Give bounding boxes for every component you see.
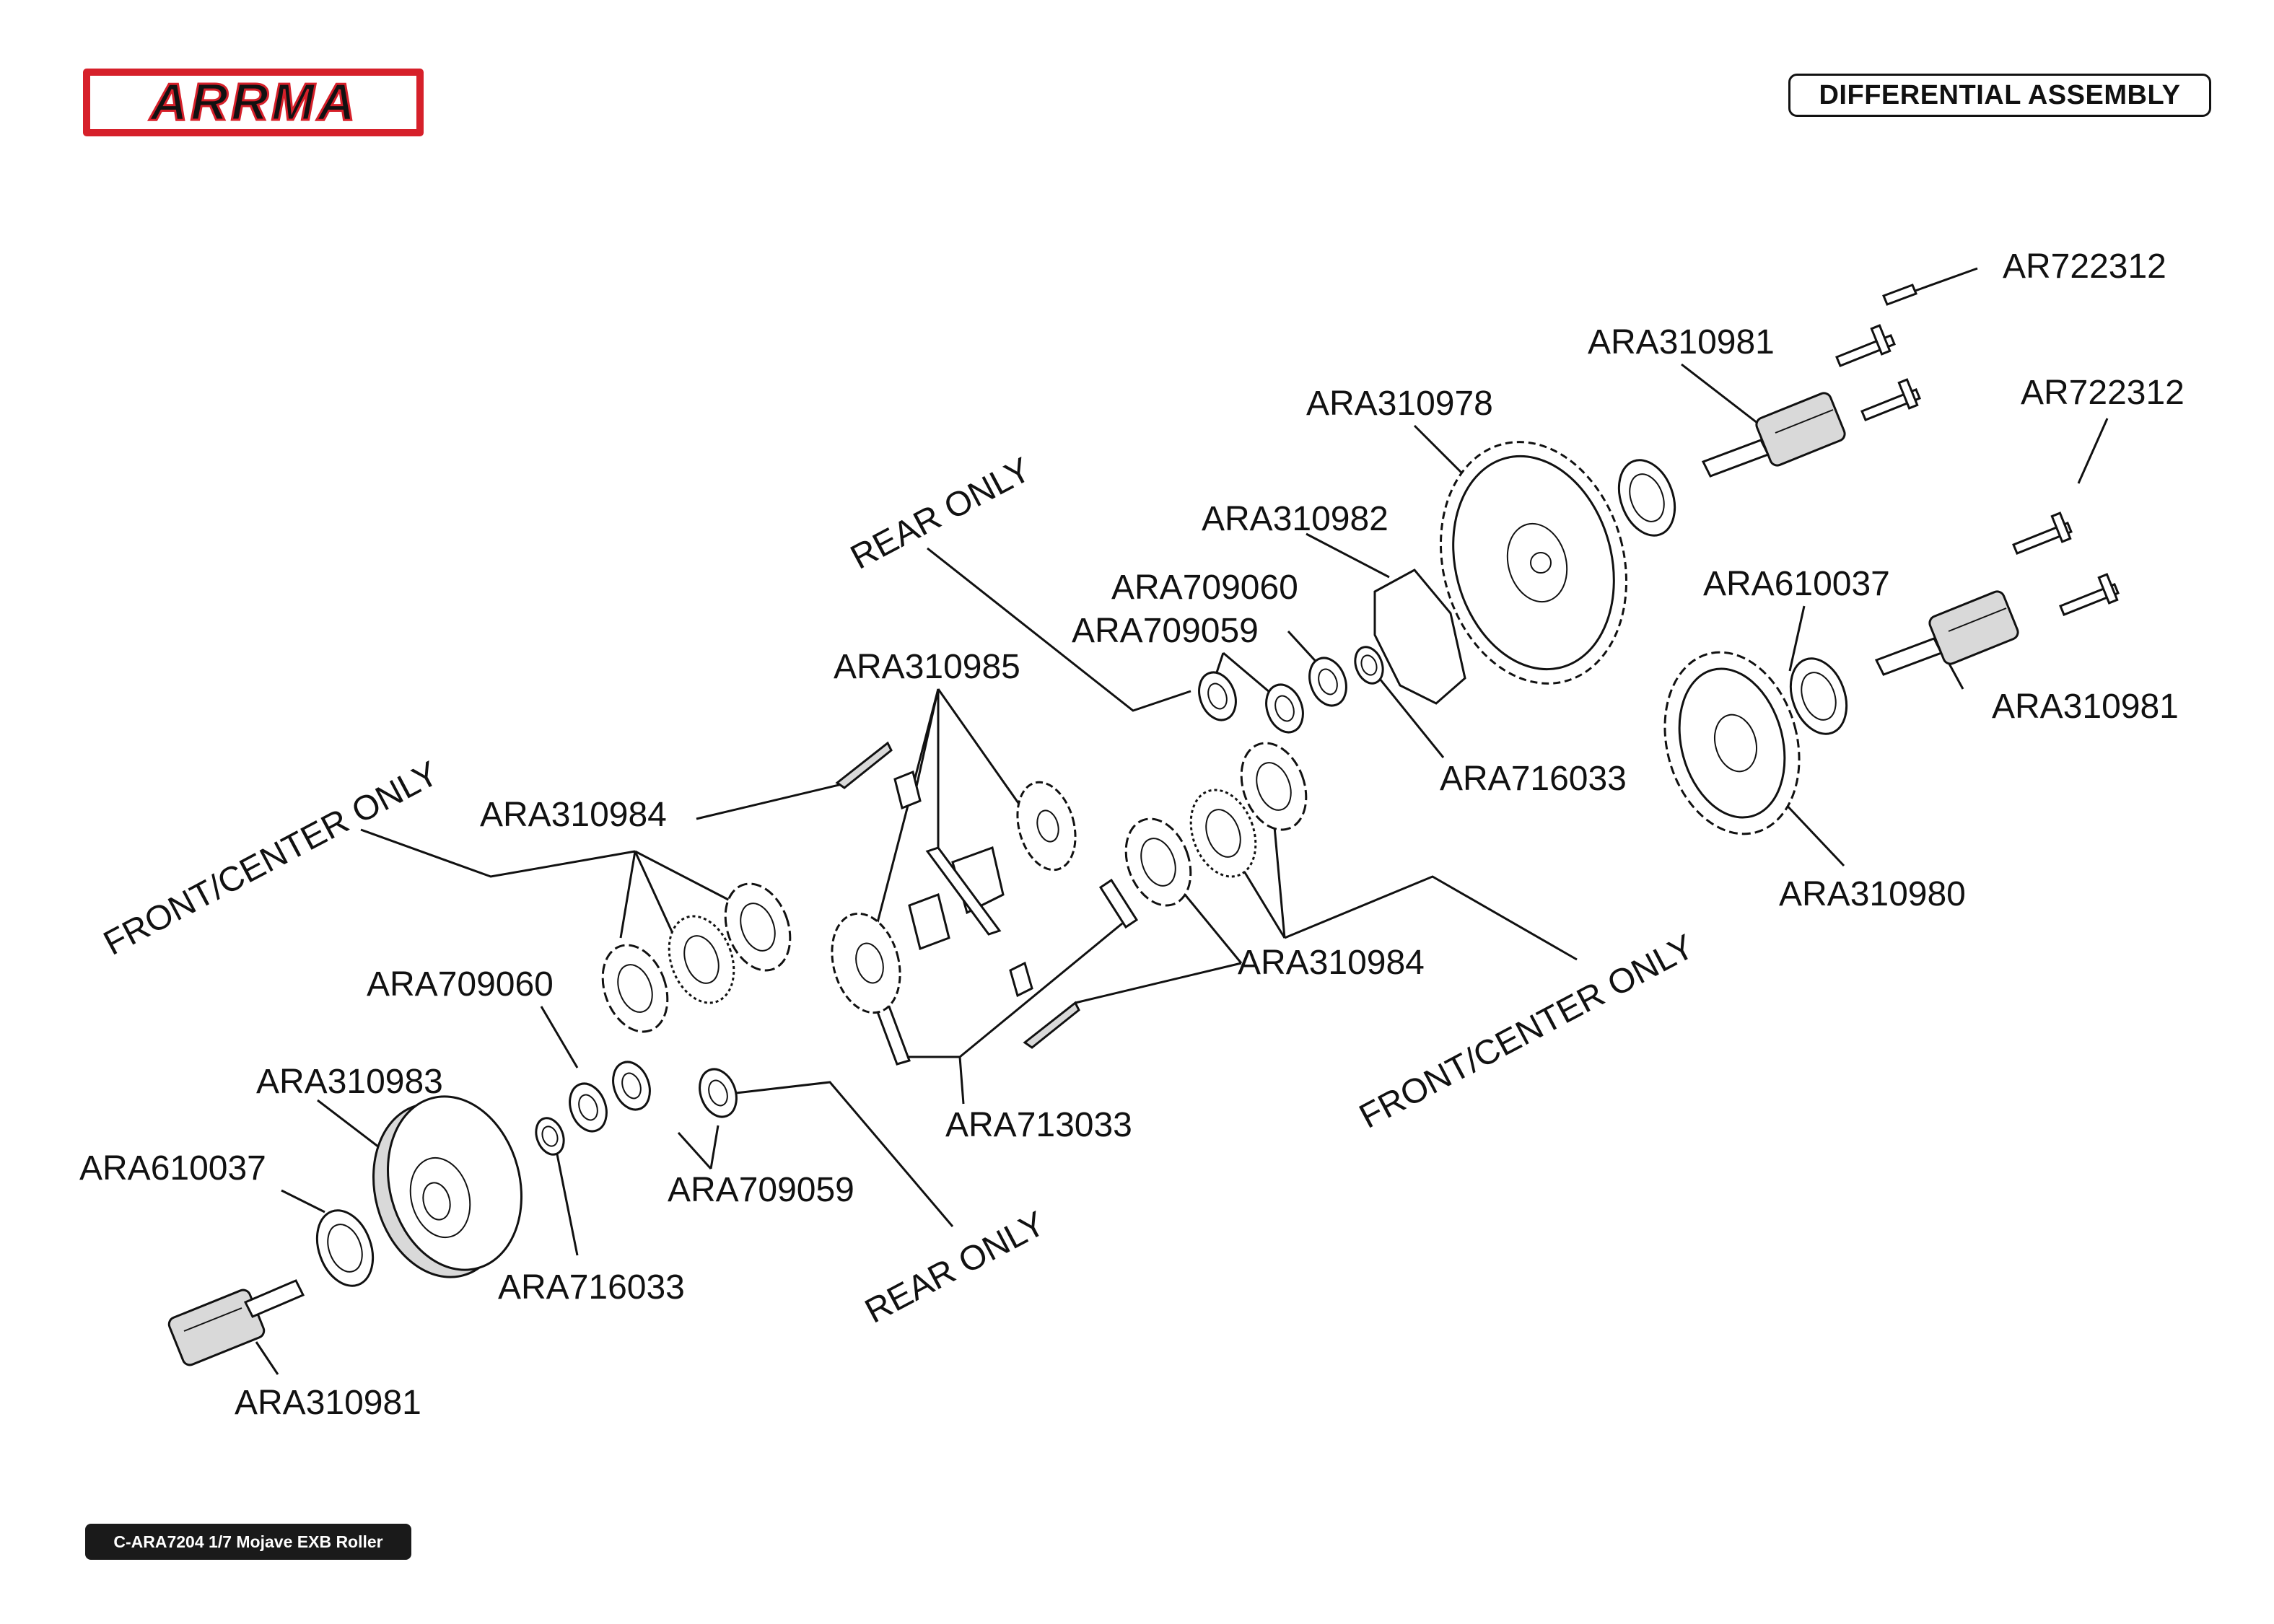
clutch-plate-icon [1124, 742, 1308, 907]
callout-ara310978: ARA310978 [1306, 385, 1493, 423]
manual-code: C-ARA7204 1/7 Mojave EXB Roller [113, 1532, 383, 1551]
outdrive-cup-icon [167, 1279, 305, 1366]
callout-ara610037: ARA610037 [79, 1149, 266, 1188]
outdrive-cup-icon [1874, 590, 2019, 676]
screw-icon [1835, 284, 1921, 421]
spring-icon [835, 741, 1080, 1049]
part-callouts: AR722312 ARA310981 AR722312 ARA310978 AR… [79, 247, 2185, 1422]
arrma-logo: ARRMA [83, 69, 424, 136]
callout-ara713033: ARA713033 [945, 1106, 1132, 1144]
callout-ar722312: AR722312 [2003, 247, 2166, 286]
logo-wordmark: ARRMA [149, 74, 358, 131]
spur-gear-icon [1439, 441, 1628, 685]
callout-ara310984: ARA310984 [480, 796, 667, 834]
note-front-center-only: FRONT/CENTER ONLY [97, 754, 445, 962]
bearing-icon [315, 1209, 375, 1287]
outdrive-cup-icon [1701, 392, 1846, 478]
section-title: DIFFERENTIAL ASSEMBLY [1819, 79, 2181, 110]
callout-ara709059: ARA709059 [668, 1171, 854, 1209]
note-rear-only: REAR ONLY [859, 1204, 1051, 1330]
callout-ar722312: AR722312 [2021, 374, 2185, 412]
callout-ara716033: ARA716033 [1440, 760, 1627, 798]
callout-ara709059: ARA709059 [1072, 612, 1259, 650]
manual-code-badge: C-ARA7204 1/7 Mojave EXB Roller [85, 1524, 411, 1560]
washer-icon [1198, 646, 1384, 734]
section-title-box: DIFFERENTIAL ASSEMBLY [1788, 74, 2211, 117]
callout-ara310984: ARA310984 [1238, 944, 1425, 982]
callout-ara310980: ARA310980 [1779, 875, 1966, 913]
callout-ara610037: ARA610037 [1703, 565, 1890, 603]
leader-lines [255, 267, 2109, 1375]
clutch-plate-icon [601, 882, 792, 1033]
callout-ara310985: ARA310985 [834, 648, 1020, 686]
callout-ara709060: ARA709060 [1111, 569, 1298, 607]
diff-gasket-icon [1373, 569, 1466, 705]
callout-ara310981: ARA310981 [1588, 323, 1775, 361]
callout-ara310982: ARA310982 [1202, 500, 1389, 538]
washer-icon [535, 1061, 738, 1156]
callout-ara709060: ARA709060 [367, 965, 554, 1004]
callout-ara310983: ARA310983 [256, 1063, 443, 1101]
diff-case-icon [372, 1095, 522, 1278]
screw-icon [2012, 512, 2120, 616]
spider-gear-icon [831, 770, 1077, 1014]
ring-gear-icon [1663, 651, 1801, 835]
bearing-icon [1617, 459, 1848, 735]
parts [167, 284, 2120, 1366]
callout-ara310981: ARA310981 [235, 1384, 421, 1422]
callout-ara716033: ARA716033 [498, 1268, 685, 1307]
callout-ara310981: ARA310981 [1992, 688, 2179, 726]
